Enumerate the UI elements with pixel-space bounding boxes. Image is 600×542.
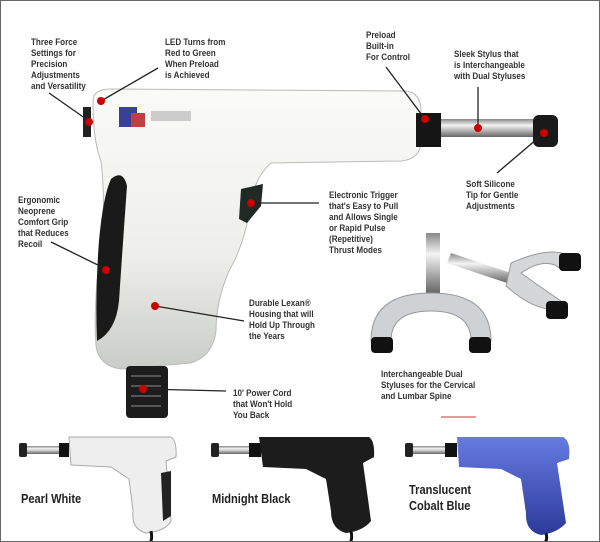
variant-pearl-white-image bbox=[19, 436, 177, 541]
variant-midnight-black-image bbox=[211, 437, 375, 541]
cord bbox=[126, 366, 168, 418]
variant-label-pearl-white: Pearl White bbox=[21, 491, 82, 506]
main-gun bbox=[83, 88, 558, 418]
variant-cobalt-blue-image bbox=[405, 437, 570, 541]
callout-dots bbox=[85, 97, 548, 393]
variant-label-midnight-black: Midnight Black bbox=[212, 491, 291, 506]
callout-lines bbox=[48, 66, 545, 392]
grip-insert bbox=[96, 175, 127, 341]
dual-styluses bbox=[370, 233, 581, 353]
